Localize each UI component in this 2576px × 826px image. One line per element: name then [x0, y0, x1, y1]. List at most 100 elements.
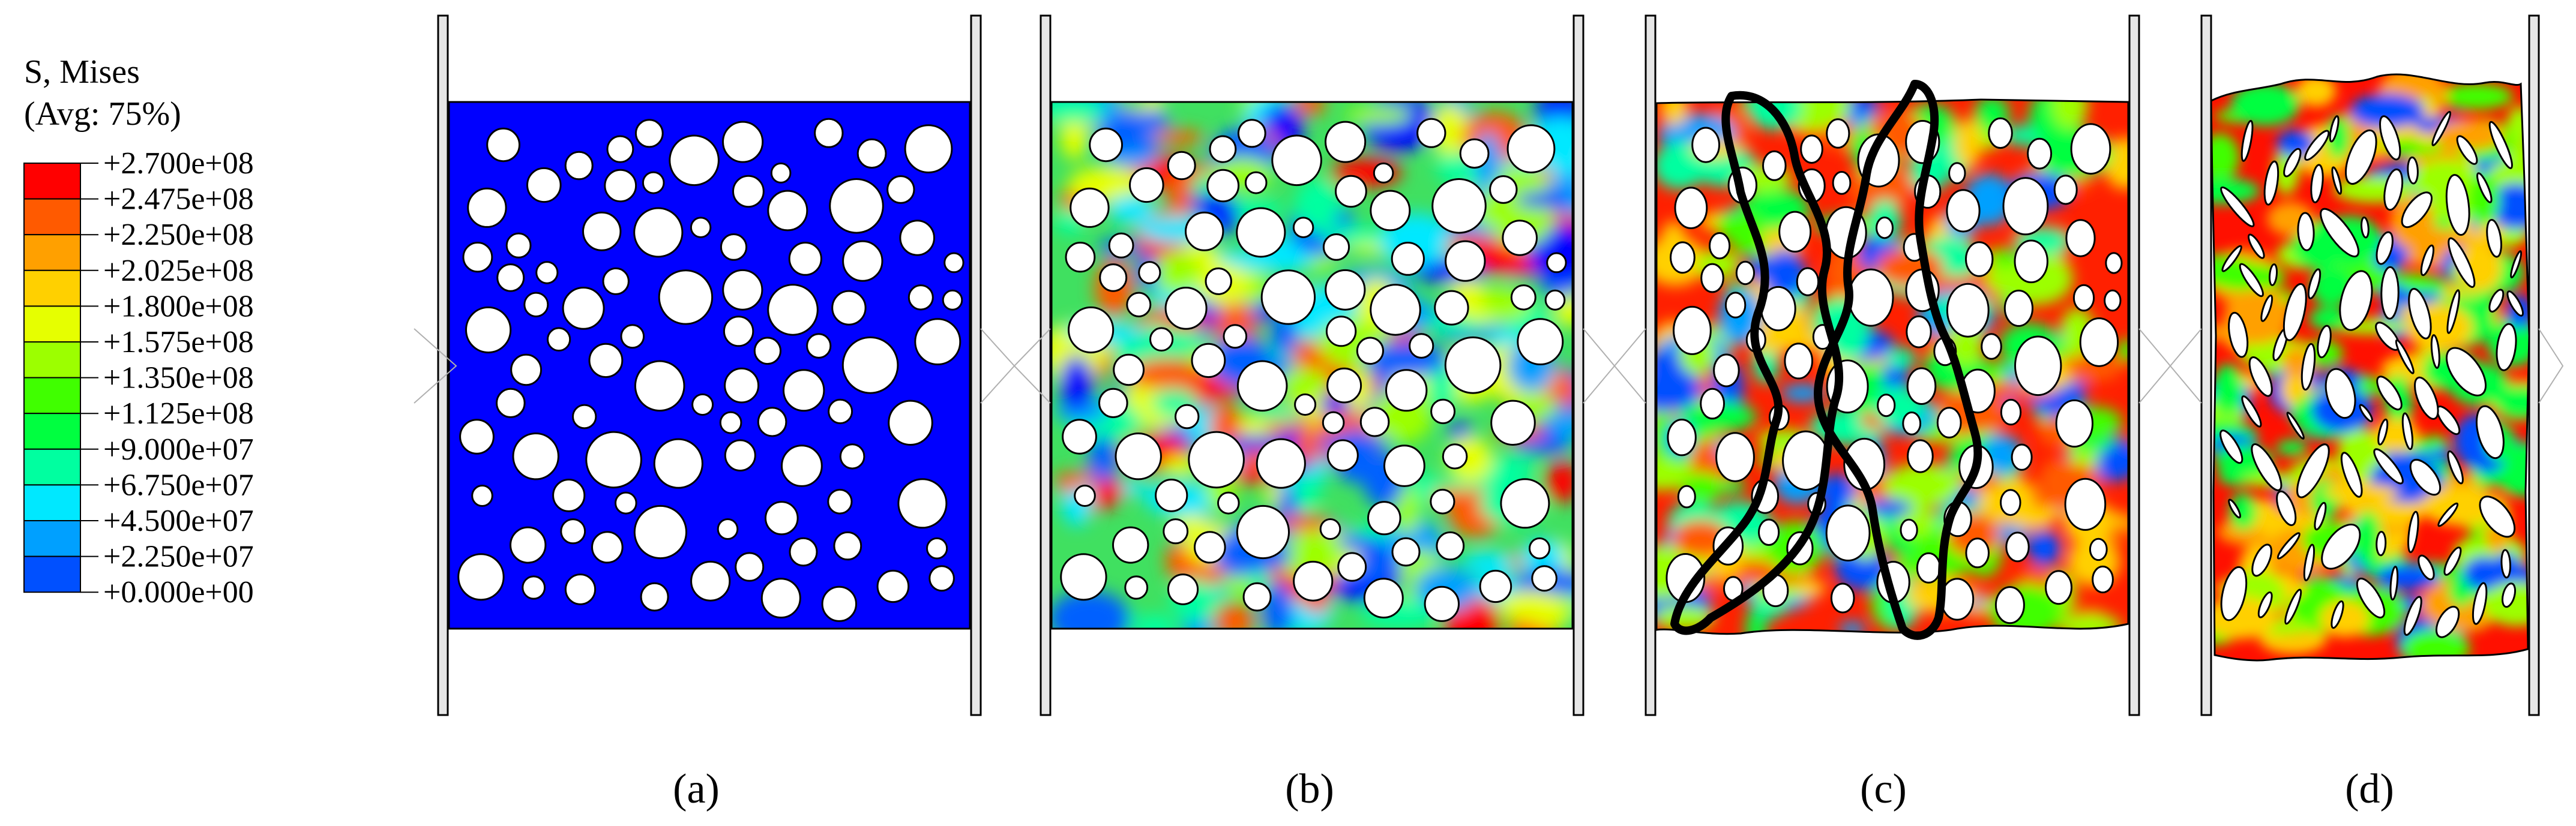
- pore: [732, 175, 765, 208]
- panel-label-b: (b): [1285, 766, 1334, 812]
- shear-band-left: [1670, 91, 1844, 635]
- pore: [1164, 287, 1208, 330]
- pore: [1356, 337, 1384, 365]
- pore: [1236, 360, 1288, 412]
- pore: [1260, 269, 1316, 325]
- legend-swatch: [23, 269, 81, 307]
- stress-contour: [2277, 130, 2316, 158]
- stress-contour: [1545, 460, 1572, 503]
- legend-swatch: [23, 484, 81, 522]
- stress-contour: [1986, 249, 2021, 267]
- pore: [1436, 531, 1465, 561]
- stress-contour: [1052, 590, 1130, 629]
- pore: [2340, 452, 2363, 498]
- pore: [459, 419, 495, 455]
- pore: [462, 242, 493, 273]
- pore: [606, 135, 634, 163]
- pore: [1188, 431, 1245, 489]
- pore: [2431, 110, 2452, 146]
- pore: [2220, 566, 2248, 621]
- pore: [486, 127, 520, 163]
- pore: [2079, 317, 2119, 367]
- pore: [1691, 127, 1721, 163]
- pore: [634, 119, 664, 148]
- legend-label: +1.800e+08: [103, 289, 254, 323]
- stress-contour: [1135, 614, 1176, 629]
- pore: [633, 504, 688, 560]
- pore: [1936, 407, 1962, 438]
- pore: [1981, 333, 2002, 360]
- pore: [2418, 554, 2435, 581]
- pore: [1479, 569, 1512, 603]
- pore: [1784, 343, 1813, 380]
- pore: [2002, 177, 2049, 236]
- pore: [1167, 573, 1199, 605]
- pore: [2027, 137, 2053, 170]
- legend-color-bar: +2.700e+08+2.475e+08+2.250e+08+2.025e+08…: [23, 146, 254, 609]
- pore: [457, 553, 505, 601]
- right-plate: [2128, 14, 2140, 716]
- pore: [720, 233, 748, 261]
- pore: [1531, 565, 1557, 592]
- pore: [1236, 504, 1290, 560]
- pore: [1335, 175, 1367, 208]
- stress-contour: [1657, 455, 1699, 491]
- pore: [510, 526, 547, 564]
- pore: [1459, 138, 1490, 169]
- pore: [1916, 552, 1941, 584]
- panel-c: (c): [1645, 14, 2140, 812]
- right-plate: [1572, 14, 1584, 716]
- pore: [1112, 526, 1149, 564]
- pore: [876, 569, 910, 603]
- symmetry-mark: [980, 328, 1051, 404]
- pore: [615, 491, 637, 515]
- pore: [1830, 582, 1855, 614]
- pore: [560, 518, 586, 545]
- stress-contour: [2354, 510, 2382, 568]
- symmetry-mark: [414, 328, 457, 404]
- pore: [2000, 489, 2021, 516]
- stress-contour: [2482, 582, 2529, 626]
- pore: [2000, 398, 2022, 426]
- pore: [1517, 318, 1564, 365]
- symmetry-mark: [2538, 328, 2564, 404]
- pore: [634, 360, 685, 412]
- pore: [1194, 531, 1226, 564]
- stress-contour: [1547, 411, 1572, 440]
- pore: [602, 267, 630, 295]
- stress-contour: [1497, 590, 1563, 622]
- stress-contour: [2401, 629, 2470, 660]
- pore: [765, 501, 799, 536]
- stress-contour: [2115, 340, 2128, 362]
- pore: [505, 232, 532, 259]
- pore: [2435, 605, 2460, 638]
- pore: [2331, 166, 2343, 195]
- symmetry-mark: [1583, 328, 1646, 404]
- pore: [2283, 283, 2307, 341]
- legend-label: +0.000e+00: [103, 575, 254, 609]
- pore: [2072, 284, 2095, 312]
- pore: [547, 327, 571, 352]
- pore: [2228, 311, 2249, 358]
- pore: [2339, 270, 2373, 331]
- pore: [2379, 115, 2401, 161]
- pore: [2496, 323, 2517, 371]
- pore: [2089, 537, 2108, 561]
- pore: [1089, 127, 1123, 163]
- specimen-outline: [448, 101, 971, 630]
- pore: [1242, 582, 1272, 612]
- pore: [2356, 578, 2386, 618]
- legend-swatch: [23, 163, 81, 200]
- pore: [839, 443, 865, 470]
- pore: [1506, 124, 1556, 174]
- pore: [1391, 242, 1425, 276]
- stress-contour: [2487, 184, 2529, 230]
- pore-set: [457, 118, 964, 622]
- stress-contour: [1167, 167, 1192, 223]
- pore: [1847, 268, 1894, 327]
- pore: [856, 138, 887, 169]
- pore: [1965, 537, 1990, 569]
- pore: [1359, 407, 1390, 437]
- legend-label: +1.575e+08: [103, 325, 254, 359]
- pore: [1510, 284, 1536, 311]
